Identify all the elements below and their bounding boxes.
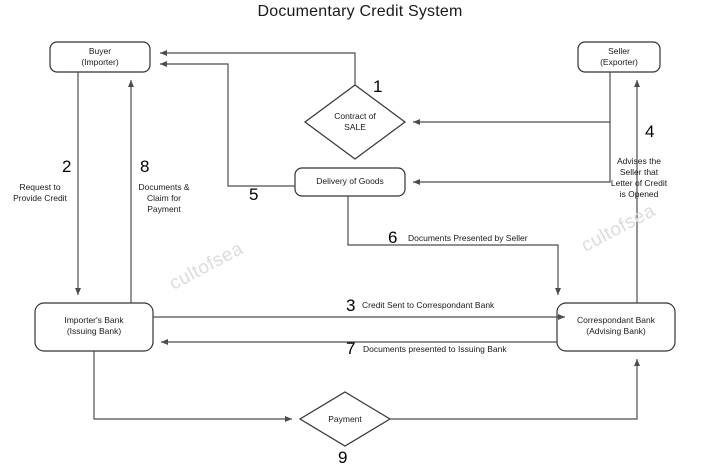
- node-buyer[interactable]: [49, 41, 151, 73]
- edge-5-delivery-to-buyer: [160, 61, 295, 187]
- edge-seller-to-delivery: [413, 72, 611, 185]
- edge-label-4-line1: Advises the: [617, 156, 661, 166]
- edge-label-4-line3: Letter of Credit: [610, 178, 668, 188]
- edge-label-8-line2: Claim for: [146, 193, 181, 203]
- edge-label-7: Documents presented to Issuing Bank: [363, 344, 507, 354]
- node-correspondant-bank[interactable]: [556, 302, 676, 352]
- node-payment[interactable]: [298, 391, 392, 447]
- edge-label-4: Advises the Seller that Letter of Credit…: [605, 156, 673, 200]
- edge-label-8-line3: Payment: [147, 204, 181, 214]
- step-number-1: 1: [373, 77, 383, 96]
- edge-9-importers-bank-to-payment: [93, 351, 292, 422]
- edge-label-8: Documents & Claim for Payment: [130, 182, 198, 215]
- edge-1-contract-to-buyer: [160, 50, 356, 85]
- edge-label-4-line2: Seller that: [619, 167, 659, 177]
- edge-label-2-line1: Request to: [19, 182, 61, 192]
- step-number-9: 9: [338, 448, 348, 467]
- step-number-6: 6: [388, 228, 398, 247]
- edge-label-2: Request to Provide Credit: [8, 182, 72, 204]
- edge-label-3: Credit Sent to Correspondant Bank: [362, 300, 495, 310]
- edge-label-4-line4: is Opened: [619, 189, 659, 199]
- edge-label-8-line1: Documents &: [138, 182, 190, 192]
- step-number-2: 2: [62, 157, 72, 176]
- edge-label-6: Documents Presented by Seller: [408, 233, 528, 243]
- edge-label-2-line2: Provide Credit: [13, 193, 67, 203]
- edge-9-payment-to-correspondant-bank: [390, 359, 640, 420]
- step-number-4: 4: [645, 122, 655, 141]
- node-seller[interactable]: [577, 41, 661, 73]
- node-delivery-of-goods[interactable]: [294, 167, 406, 197]
- step-number-7: 7: [346, 339, 356, 358]
- step-number-5: 5: [249, 185, 259, 204]
- page-title: Documentary Credit System: [257, 3, 463, 20]
- node-importers-bank[interactable]: [34, 302, 154, 352]
- step-number-8: 8: [140, 157, 150, 176]
- node-contract-of-sale[interactable]: [303, 84, 407, 160]
- edge-6-delivery-to-correspondant-bank: [347, 196, 561, 295]
- step-number-3: 3: [346, 296, 356, 315]
